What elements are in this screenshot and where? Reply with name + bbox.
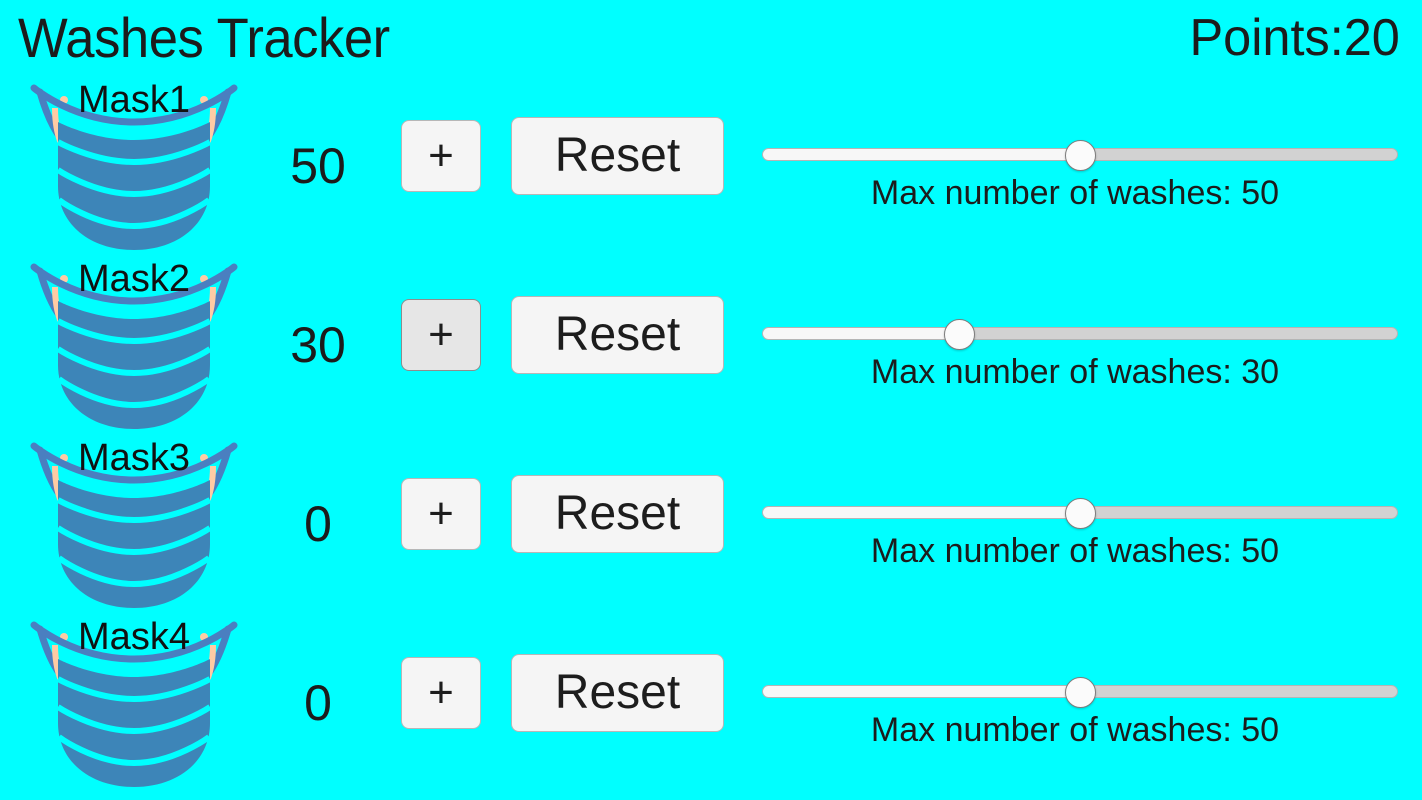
mask-row-list: Mask1 50 + Reset Max number of washes: 5… (0, 76, 1422, 792)
max-washes-label: Max number of washes: 50 (870, 532, 1280, 570)
wash-count-value: 0 (304, 495, 332, 552)
max-washes-label: Max number of washes: 50 (870, 711, 1280, 749)
mask-icon-cell: Mask4 (14, 613, 254, 792)
max-washes-slider[interactable] (762, 319, 1398, 350)
max-washes-slider[interactable] (762, 140, 1398, 171)
wash-count-value: 50 (290, 137, 346, 194)
wash-count-value: 30 (290, 316, 346, 373)
increment-washes-button[interactable]: + (401, 657, 481, 729)
face-mask-icon (30, 84, 238, 250)
slider-track-fill (763, 686, 1080, 697)
slider-thumb[interactable] (1065, 140, 1096, 171)
max-washes-slider-cell: Max number of washes: 50 (757, 434, 1402, 613)
mask-row-1: Mask1 50 + Reset Max number of washes: 5… (0, 76, 1422, 255)
increment-washes-button[interactable]: + (401, 120, 481, 192)
reset-washes-button[interactable]: Reset (511, 296, 724, 374)
max-washes-slider-cell: Max number of washes: 50 (757, 76, 1402, 255)
points-counter: Points:20 (1189, 9, 1400, 67)
mask-row-4: Mask4 0 + Reset Max number of washes: 50 (0, 613, 1422, 792)
max-washes-slider[interactable] (762, 677, 1398, 708)
face-mask-icon (30, 263, 238, 429)
slider-track[interactable] (762, 327, 1398, 340)
slider-track-fill (763, 149, 1080, 160)
page-title: Washes Tracker (18, 6, 390, 69)
mask-icon-cell: Mask2 (14, 255, 254, 434)
max-washes-slider-cell: Max number of washes: 50 (757, 613, 1402, 792)
mask-icon-cell: Mask3 (14, 434, 254, 613)
slider-thumb[interactable] (1065, 677, 1096, 708)
slider-thumb[interactable] (1065, 498, 1096, 529)
reset-washes-button[interactable]: Reset (511, 654, 724, 732)
increment-washes-button[interactable]: + (401, 478, 481, 550)
wash-count-value: 0 (304, 674, 332, 731)
reset-washes-button[interactable]: Reset (511, 117, 724, 195)
slider-track-fill (763, 328, 960, 339)
mask-icon-cell: Mask1 (14, 76, 254, 255)
slider-track-fill (763, 507, 1080, 518)
max-washes-label: Max number of washes: 50 (870, 174, 1280, 212)
mask-row-2: Mask2 30 + Reset Max number of washes: 3… (0, 255, 1422, 434)
max-washes-slider-cell: Max number of washes: 30 (757, 255, 1402, 434)
face-mask-icon (30, 621, 238, 787)
max-washes-label: Max number of washes: 30 (870, 353, 1280, 391)
mask-row-3: Mask3 0 + Reset Max number of washes: 50 (0, 434, 1422, 613)
face-mask-icon (30, 442, 238, 608)
reset-washes-button[interactable]: Reset (511, 475, 724, 553)
slider-thumb[interactable] (944, 319, 976, 350)
increment-washes-button[interactable]: + (401, 299, 481, 371)
max-washes-slider[interactable] (762, 498, 1398, 529)
app-header: Washes Tracker Points:20 (0, 0, 1422, 76)
